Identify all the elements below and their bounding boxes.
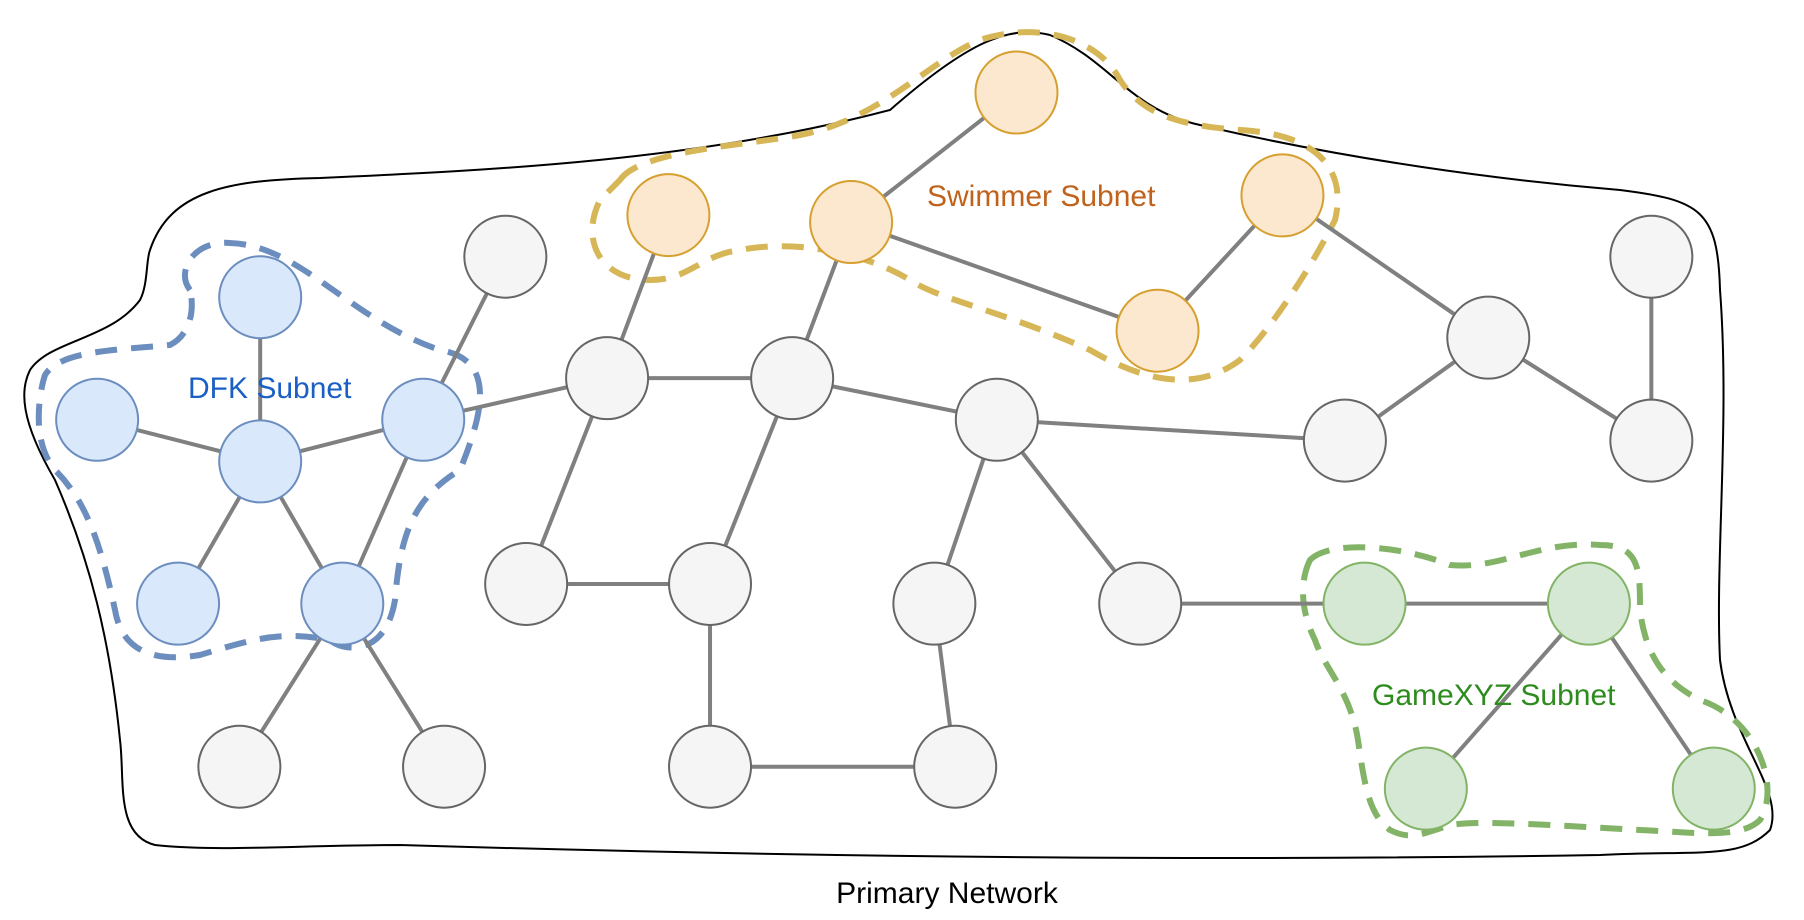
swimmer-node-s4: [1240, 153, 1325, 238]
dfk-node-d6: [300, 561, 385, 646]
primary-node-p9: [1609, 214, 1694, 299]
dfk-node-d2: [55, 377, 140, 462]
swimmer-node-s5: [1115, 288, 1200, 373]
swimmer-subnet-boundary: [589, 29, 1341, 383]
primary-node-p15: [892, 561, 977, 646]
primary-node-p2: [402, 724, 487, 809]
gamexyz-node-g2: [1546, 561, 1631, 646]
primary-node-p14: [913, 724, 998, 809]
gamexyz-node-g3: [1383, 746, 1468, 831]
primary-node-p3: [463, 214, 548, 299]
dfk-node-d4: [381, 377, 466, 462]
swimmer-node-s2: [974, 50, 1059, 135]
edge-s3-s5: [850, 220, 1159, 333]
primary-node-p6: [954, 377, 1039, 462]
edge-p6-p7: [996, 417, 1346, 443]
primary-network-label: Primary Network: [836, 877, 1059, 910]
primary-node-p12: [668, 541, 753, 626]
primary-node-p13: [668, 724, 753, 809]
primary-node-p1: [197, 724, 282, 809]
swimmer-subnet-label: Swimmer Subnet: [927, 180, 1156, 213]
dfk-node-d1: [218, 255, 303, 340]
gamexyz-node-g4: [1671, 746, 1756, 831]
primary-node-p16: [1098, 561, 1183, 646]
primary-node-p11: [484, 541, 569, 626]
swimmer-node-s3: [809, 180, 894, 265]
primary-node-p7: [1302, 398, 1387, 483]
dfk-subnet-label: DFK Subnet: [188, 372, 352, 405]
nodes-layer: [55, 50, 1756, 831]
primary-node-p4: [565, 336, 650, 421]
gamexyz-subnet-boundary: [1300, 541, 1771, 839]
dfk-subnet-boundary: [35, 239, 483, 661]
primary-node-p10: [1609, 398, 1694, 483]
dfk-node-d3: [218, 419, 303, 504]
primary-node-p5: [750, 336, 835, 421]
dfk-node-d5: [136, 561, 221, 646]
swimmer-node-s1: [626, 173, 711, 258]
gamexyz-node-g1: [1322, 561, 1407, 646]
gamexyz-subnet-label: GameXYZ Subnet: [1372, 679, 1616, 712]
primary-node-p8: [1446, 295, 1531, 380]
